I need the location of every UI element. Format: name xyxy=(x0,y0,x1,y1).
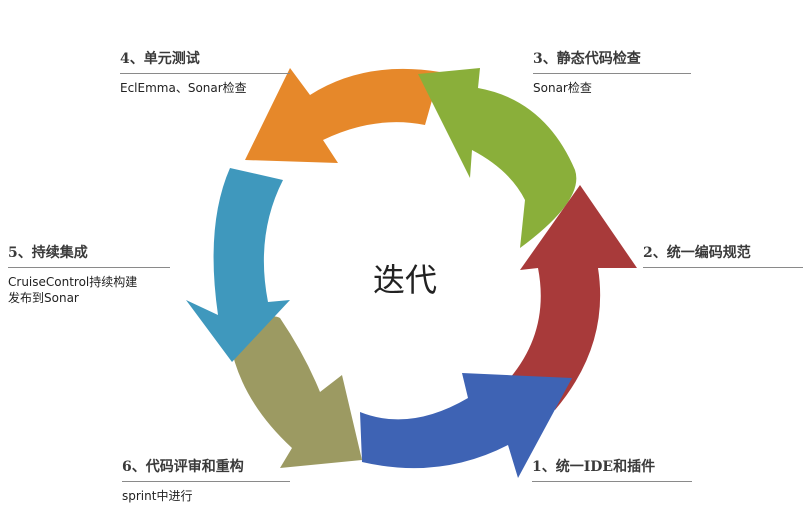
step-5-label: 5、持续集成 CruiseControl持续构建 发布到Sonar xyxy=(8,242,170,306)
arrow-step-1 xyxy=(360,373,572,478)
step-4-desc-line-1: EclEmma、Sonar检查 xyxy=(120,81,247,95)
arrow-step-2 xyxy=(510,185,637,410)
step-1-title: 1、统一IDE和插件 xyxy=(532,459,656,475)
step-6-rule xyxy=(122,481,290,482)
step-5-title: 5、持续集成 xyxy=(8,245,88,261)
step-4-desc: EclEmma、Sonar检查 xyxy=(120,80,290,96)
center-label: 迭代 xyxy=(372,261,437,299)
step-4-title: 4、单元测试 xyxy=(120,51,200,67)
arrow-step-6 xyxy=(230,316,362,468)
step-6-desc-line-1: sprint中进行 xyxy=(122,489,193,503)
arrow-step-4 xyxy=(245,68,440,163)
step-3-label: 3、静态代码检查 Sonar检查 xyxy=(533,48,691,96)
step-5-desc: CruiseControl持续构建 发布到Sonar xyxy=(8,274,170,306)
step-2-title: 2、统一编码规范 xyxy=(643,245,751,261)
step-3-title: 3、静态代码检查 xyxy=(533,51,641,67)
arrow-step-3 xyxy=(418,68,577,248)
step-3-desc: Sonar检查 xyxy=(533,80,691,96)
step-1-label: 1、统一IDE和插件 xyxy=(532,456,692,482)
step-4-rule xyxy=(120,73,290,74)
step-5-desc-line-2: 发布到Sonar xyxy=(8,291,79,305)
step-1-rule xyxy=(532,481,692,482)
step-3-desc-line-1: Sonar检查 xyxy=(533,81,592,95)
step-4-label: 4、单元测试 EclEmma、Sonar检查 xyxy=(120,48,290,96)
step-2-label: 2、统一编码规范 xyxy=(643,242,803,268)
step-6-desc: sprint中进行 xyxy=(122,488,290,504)
step-5-desc-line-1: CruiseControl持续构建 xyxy=(8,275,138,289)
step-3-rule xyxy=(533,73,691,74)
step-2-rule xyxy=(643,267,803,268)
step-5-rule xyxy=(8,267,170,268)
step-6-label: 6、代码评审和重构 sprint中进行 xyxy=(122,456,290,504)
step-6-title: 6、代码评审和重构 xyxy=(122,459,244,475)
arrow-step-5 xyxy=(186,168,290,362)
